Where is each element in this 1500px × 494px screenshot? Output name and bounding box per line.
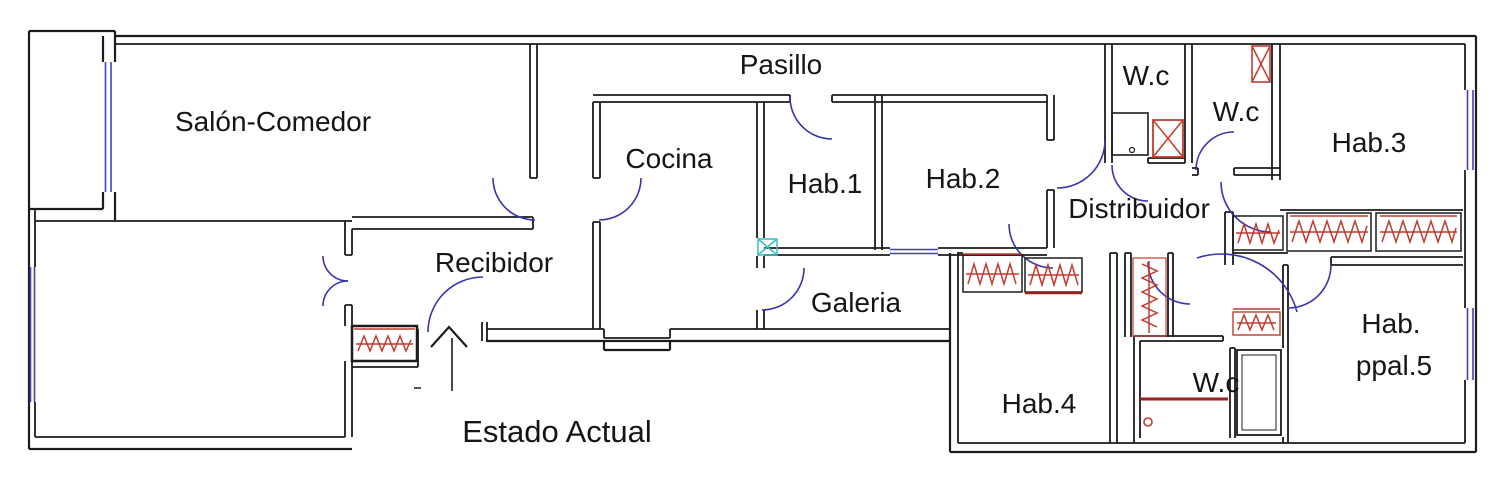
radiator-recibidor-hatch — [354, 328, 415, 354]
partition-walls — [34, 43, 1466, 444]
fixtures-red — [354, 45, 1457, 427]
hab5-east-window — [1466, 308, 1474, 380]
door-arc-corridor — [1196, 253, 1298, 313]
toilet-dot-icon — [1143, 417, 1153, 427]
door-arc-hab2 — [1056, 139, 1106, 189]
door-arc-hab5 — [1287, 264, 1332, 309]
shower-x-icon — [1152, 119, 1184, 158]
room-label-hab3: Hab.3 — [1332, 127, 1407, 158]
salon-west-window — [29, 267, 36, 402]
door-arc-hab3 — [1220, 181, 1272, 233]
room-label-hab1: Hab.1 — [788, 168, 863, 199]
room-label-cocina: Cocina — [625, 143, 713, 174]
shower-x2-icon — [1251, 45, 1271, 83]
room-label-hab2: Hab.2 — [926, 163, 1001, 194]
door-arc-entry — [427, 276, 484, 333]
cyan-x-marker-icon — [757, 238, 778, 256]
door-arc-cocina — [598, 177, 642, 221]
wardrobe-b-box — [1286, 212, 1372, 252]
plan-title: Estado Actual — [462, 414, 652, 449]
walls-outer — [27, 29, 1478, 454]
room-label-hab5-line1: Hab. — [1361, 308, 1420, 339]
door-arc-wc-top — [1111, 164, 1149, 202]
wardrobe-hab4-2-hatch — [1028, 262, 1079, 288]
exterior-wall-outline — [27, 29, 1478, 454]
entry-arrow-icon — [414, 325, 468, 391]
room-label-galeria: Galeria — [811, 287, 902, 318]
room-label-wc-top: W.c — [1123, 60, 1170, 91]
walls-inner — [34, 43, 1466, 444]
wardrobe-hab4-1-hatch — [963, 253, 1022, 287]
room-label-recibidor: Recibidor — [435, 247, 553, 278]
room-label-hab4: Hab.4 — [1002, 388, 1077, 419]
doors-layer — [322, 96, 1332, 333]
galeria-window — [890, 248, 938, 255]
radiator-hab5 — [1232, 308, 1281, 336]
fixtures-black — [350, 112, 1462, 436]
room-label-wc-mid: W.c — [1213, 96, 1260, 127]
shower-tray-inner — [1241, 354, 1277, 431]
door-arc-double-leaf-bottom — [322, 280, 349, 307]
sink-icon — [1111, 112, 1149, 156]
room-label-wc-bottom: W.c — [1193, 367, 1240, 398]
room-label-pasillo: Pasillo — [740, 49, 822, 80]
radiator-recibidor-box — [350, 324, 419, 363]
wardrobe-a-hatch — [1236, 221, 1280, 246]
door-arc-wc-mid — [1195, 131, 1235, 171]
wardrobe-c-box — [1375, 212, 1462, 252]
radiator-vertical — [1132, 257, 1167, 337]
door-arc-galeria — [761, 267, 805, 311]
room-label-distribuidor: Distribuidor — [1068, 193, 1210, 224]
door-arc-double-leaf-top — [322, 255, 349, 282]
wardrobe-hab4-1-box — [962, 254, 1023, 293]
door-arc-hab1 — [789, 96, 833, 140]
windows-layer — [29, 62, 1474, 402]
wardrobe-c-hatch — [1380, 215, 1457, 245]
labels-layer: Salón-Comedor Pasillo Cocina Hab.1 Hab.2… — [175, 49, 1432, 449]
room-label-hab5-line2: ppal.5 — [1356, 350, 1432, 381]
room-label-salon-comedor: Salón-Comedor — [175, 106, 371, 137]
sink-drain-icon — [1128, 146, 1136, 154]
fixtures-dark-red — [1025, 291, 1228, 401]
door-arc-salon — [492, 177, 536, 221]
balcony-window — [104, 62, 112, 192]
wardrobe-b-hatch — [1290, 215, 1368, 245]
hab3-east-window — [1466, 90, 1474, 170]
shower-tray-outer — [1236, 349, 1282, 436]
wardrobe-a-box — [1232, 215, 1284, 251]
